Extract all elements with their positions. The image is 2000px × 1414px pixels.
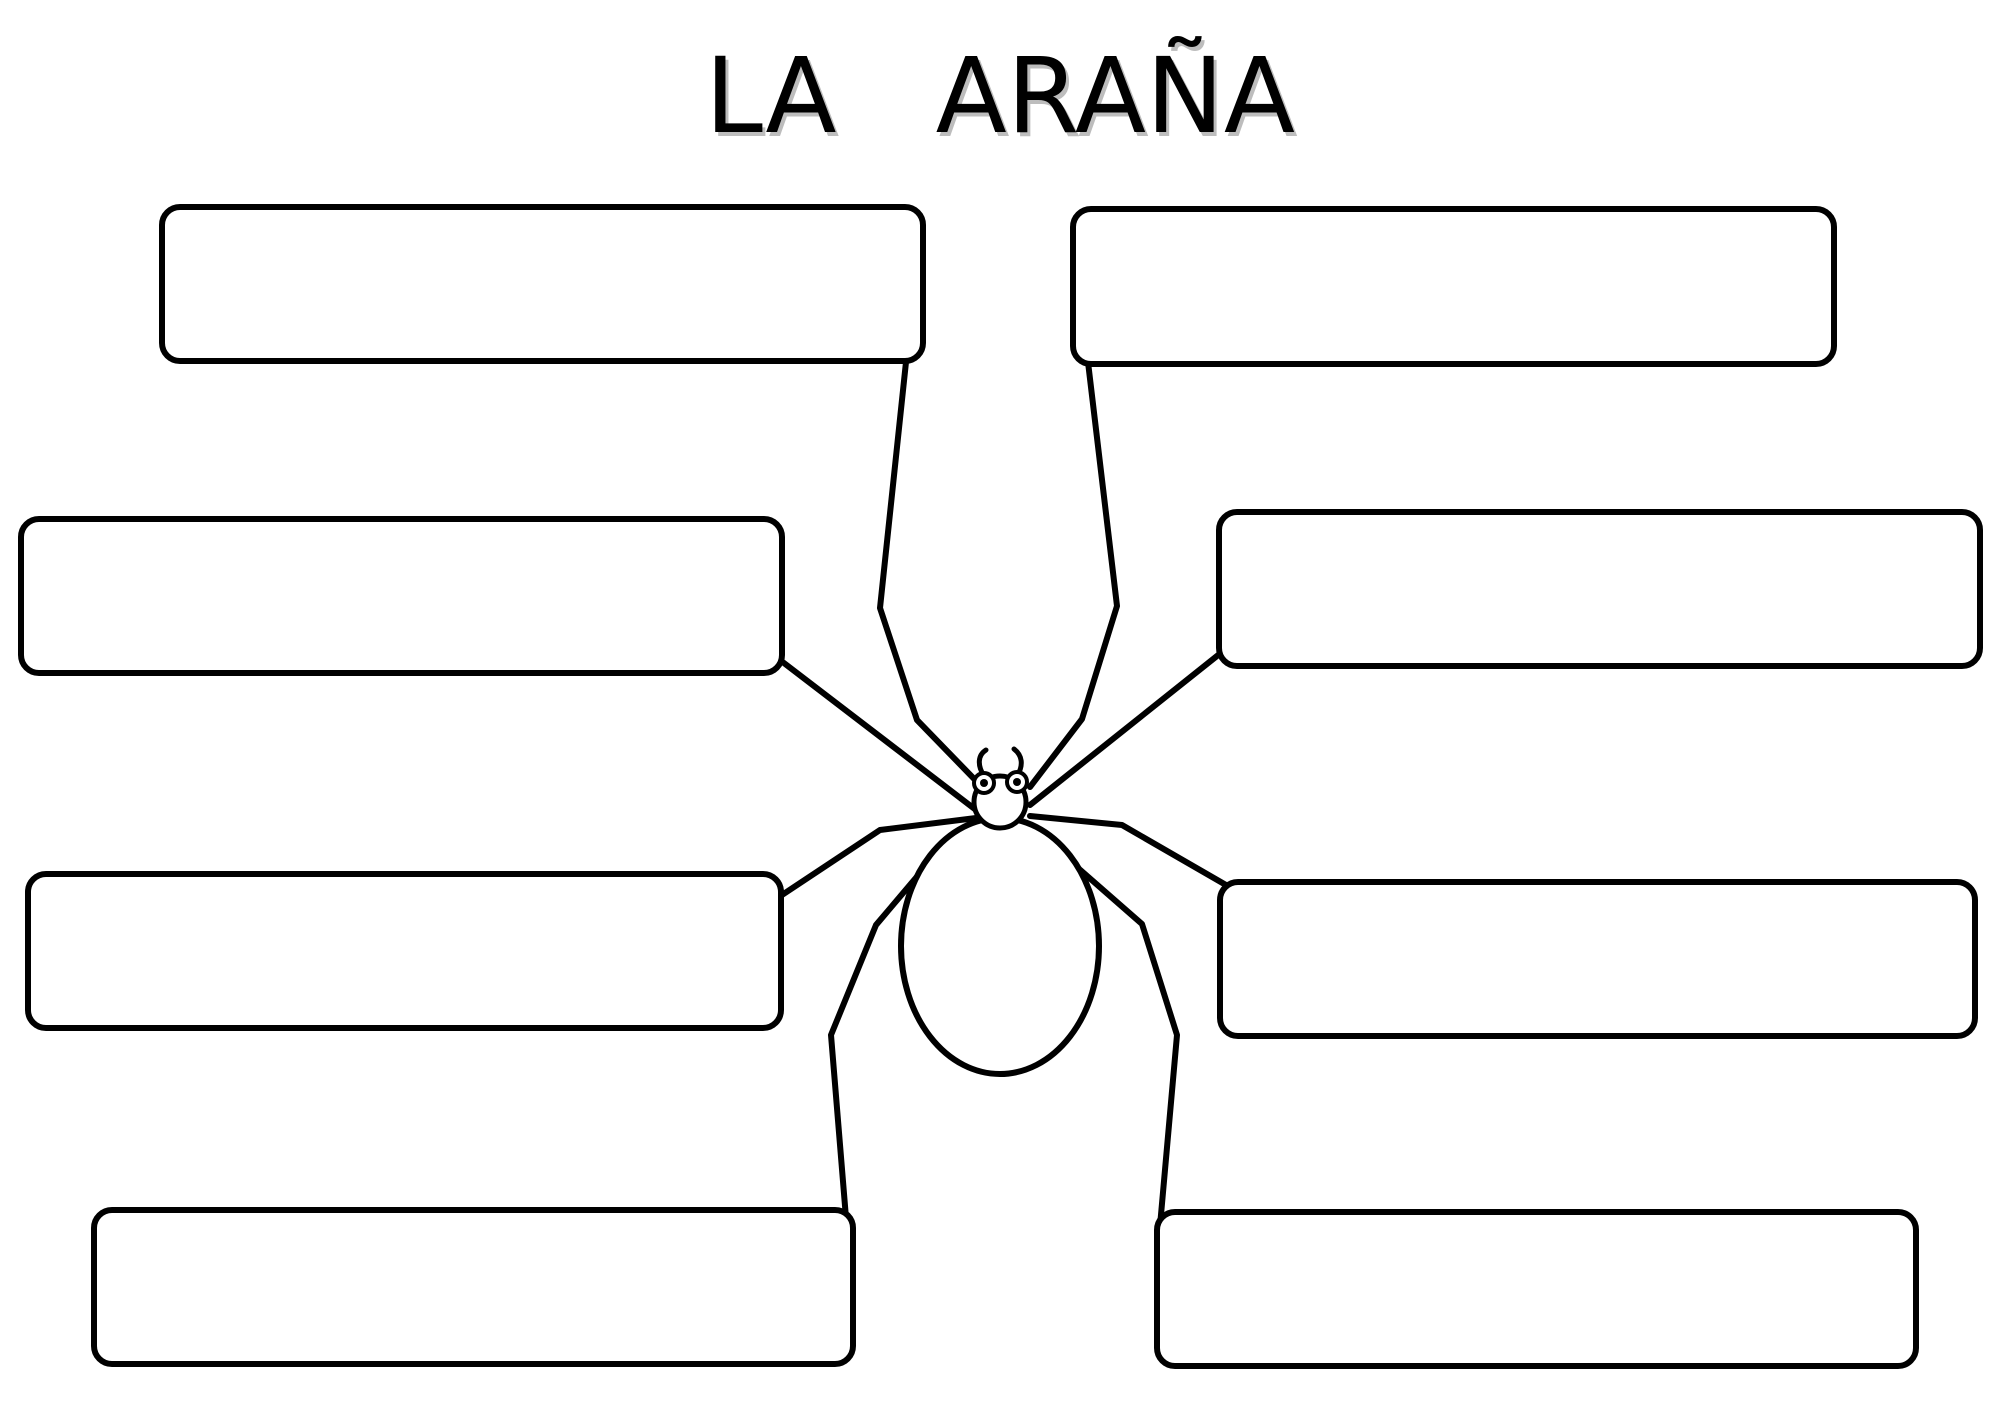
leg-lower-right (1027, 813, 1229, 888)
leg-top-right (1027, 359, 1120, 790)
spider-body-group (898, 746, 1102, 1077)
label-box-top-right[interactable] (1070, 206, 1837, 367)
leg-top-left (877, 359, 985, 790)
leg-upper-left (777, 657, 979, 813)
label-box-lower-right[interactable] (1217, 879, 1978, 1039)
page-title: LA ARAÑA (708, 39, 1298, 161)
label-box-top-left[interactable] (159, 204, 926, 364)
label-box-bottom-left[interactable] (91, 1207, 856, 1367)
label-boxes (18, 204, 1983, 1369)
page-title-text: LA ARAÑA (705, 35, 1295, 157)
leg-lower-left (779, 815, 979, 898)
label-box-upper-right[interactable] (1216, 509, 1983, 669)
label-box-lower-left[interactable] (25, 871, 784, 1031)
spider-abdomen (898, 815, 1102, 1077)
leg-bottom-right (1043, 837, 1180, 1229)
spider-pupil-left (980, 779, 988, 787)
label-box-upper-left[interactable] (18, 516, 785, 676)
spider-pupil-right (1013, 778, 1021, 786)
label-box-bottom-right[interactable] (1154, 1209, 1919, 1369)
leg-upper-right (1027, 649, 1225, 808)
